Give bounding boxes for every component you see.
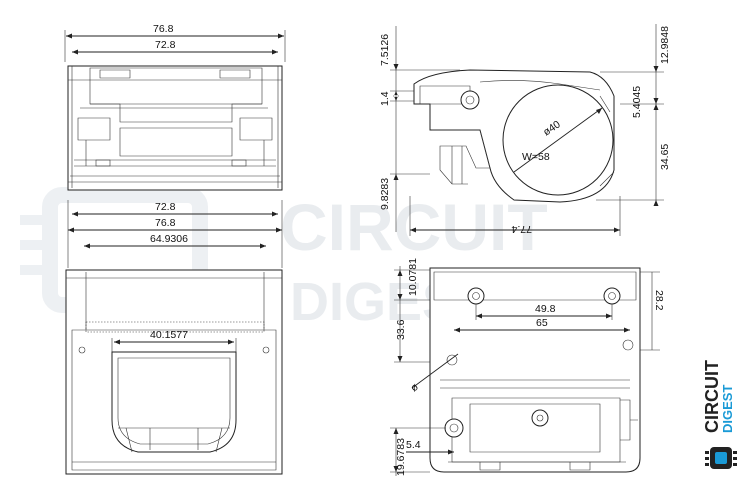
back-top-label: 10.0781 — [407, 258, 419, 296]
logo-word1: CIRCUIT — [702, 360, 722, 433]
circuit-digest-logo: CIRCUIT DIGEST — [700, 343, 740, 493]
bottom-view: 72.8 76.8 64.9306 40.1577 — [65, 200, 283, 475]
side-top-height-label: 7.5126 — [379, 34, 391, 66]
bottom-inner-width-label: 72.8 — [155, 201, 176, 213]
roll-width-label: W=58 — [522, 151, 550, 163]
side-small-height-label: 1.4 — [379, 91, 391, 106]
back-hole-span-label: 49.8 — [535, 303, 556, 315]
bottom-outer-width-label: 76.8 — [155, 217, 176, 229]
logo-word2: DIGEST — [720, 385, 735, 433]
side-mid-label: 5.4045 — [631, 86, 643, 118]
front-outer-width-label: 76.8 — [153, 23, 174, 35]
back-span-label: 65 — [536, 317, 548, 329]
side-view: 7.5126 1.4 9.8283 12.9848 5.4045 34.65 7… — [379, 24, 671, 236]
watermark-line1: CIRCUIT — [280, 190, 548, 264]
side-depth-label: 77.4 — [511, 223, 532, 235]
side-body-height-label: 34.65 — [659, 144, 671, 170]
back-view: 10.0781 33.6 28.2 49.8 65 ø — [390, 258, 665, 476]
back-right-label: 28.2 — [653, 290, 665, 311]
back-bottom-height-label: 19.6783 — [395, 438, 407, 476]
back-offset-label: 5.4 — [406, 439, 421, 451]
side-total-height-label: 12.9848 — [659, 26, 671, 64]
back-height-label: 33.6 — [395, 319, 407, 340]
chip-icon — [705, 447, 737, 469]
bottom-window-label: 40.1577 — [150, 329, 188, 341]
bottom-span-label: 64.9306 — [150, 233, 188, 245]
front-view: 76.8 72.8 — [64, 23, 286, 191]
front-inner-width-label: 72.8 — [155, 39, 176, 51]
side-lower-height-label: 9.8283 — [379, 178, 391, 210]
